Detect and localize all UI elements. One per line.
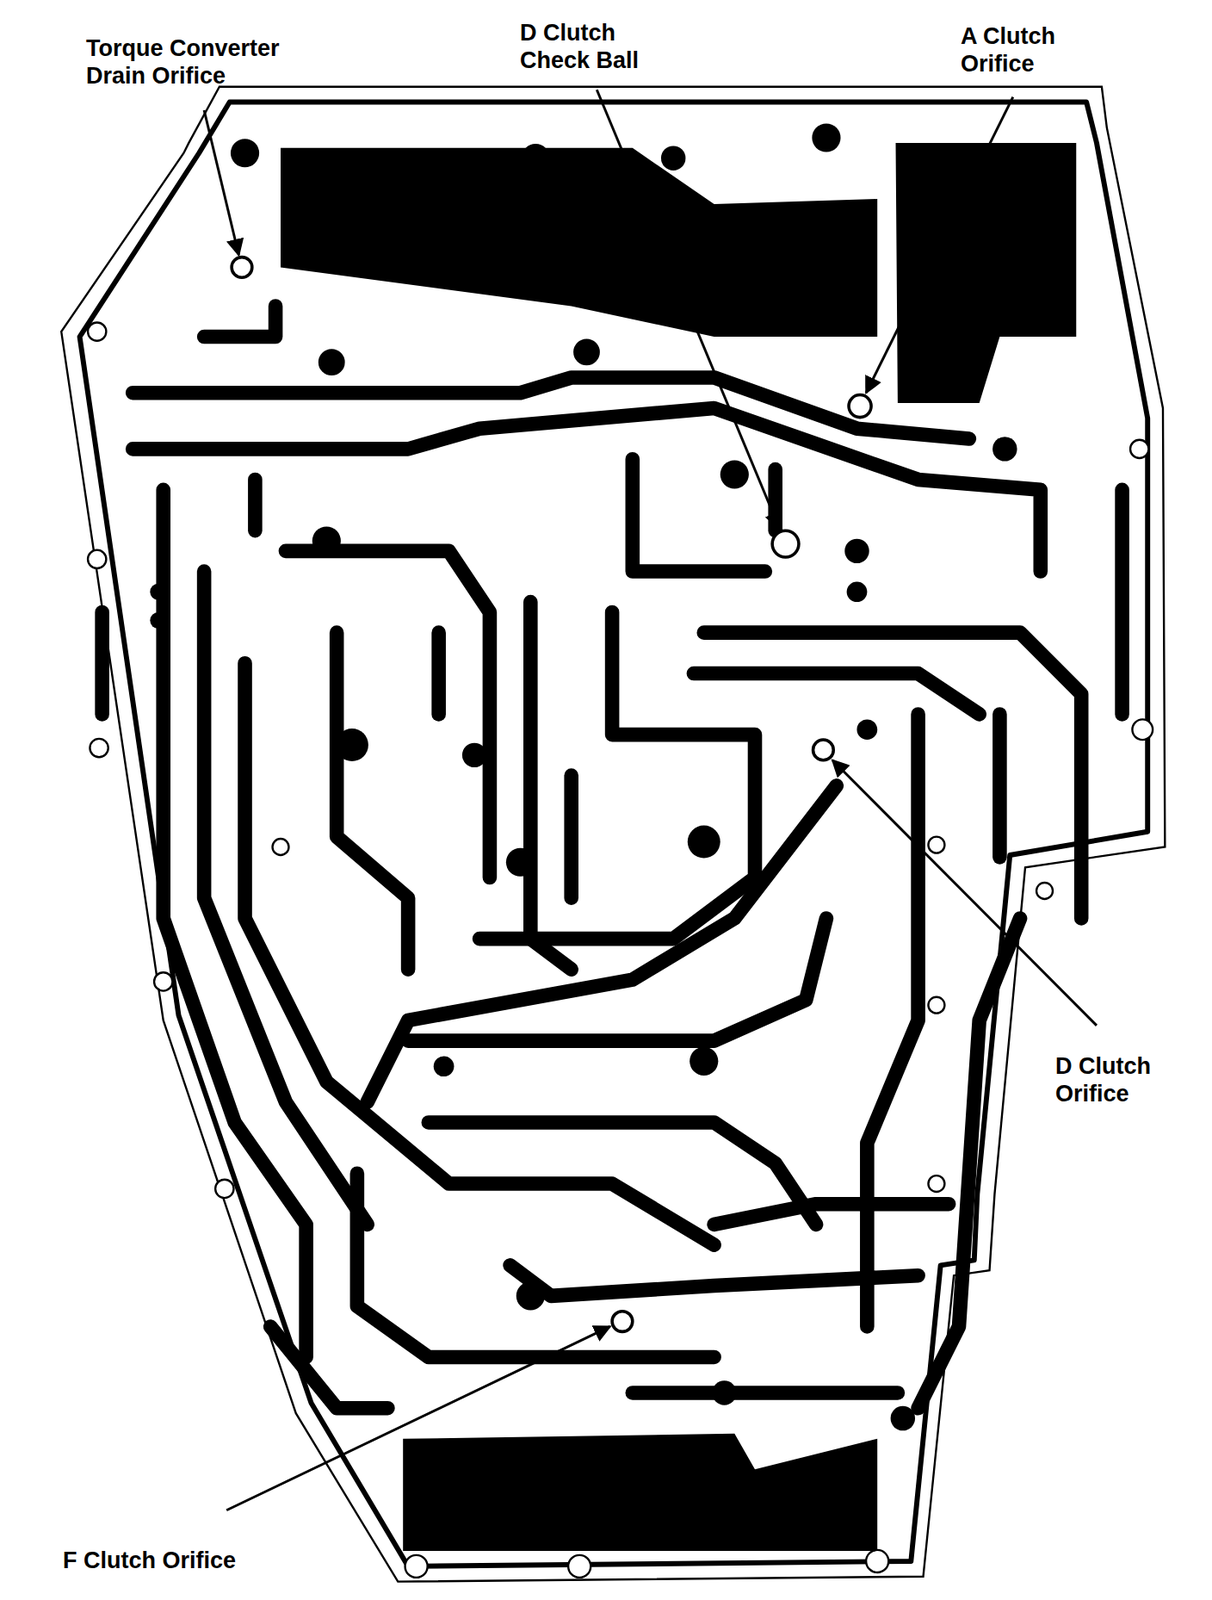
channel	[132, 408, 1041, 572]
callout-label: D Clutch Check Ball	[519, 18, 688, 75]
port	[149, 612, 167, 629]
channel	[431, 632, 446, 715]
callout-label: F Clutch Orifice	[62, 1545, 236, 1574]
channel	[1114, 489, 1130, 715]
gasket-outline	[80, 101, 1149, 1565]
callout-label: Torque Converter Drain Orifice	[86, 34, 336, 91]
channel	[336, 632, 409, 970]
port	[433, 1055, 455, 1076]
bolt-hole	[865, 1549, 889, 1572]
ports	[149, 123, 1017, 1430]
leader-line	[226, 1325, 611, 1509]
port	[856, 718, 878, 740]
port	[318, 348, 346, 376]
bolt-holes	[87, 321, 1153, 1577]
port	[462, 742, 487, 767]
port	[711, 1379, 736, 1404]
port	[506, 847, 535, 877]
channel	[245, 662, 715, 1244]
plate-outline	[61, 86, 1165, 1582]
port	[230, 138, 260, 167]
callout-label: D Clutch Orifice	[1055, 1051, 1206, 1108]
channel	[204, 305, 276, 337]
port	[335, 728, 369, 761]
leader-line	[204, 110, 239, 255]
port	[844, 538, 869, 563]
channel	[408, 917, 827, 1040]
channel	[357, 1173, 715, 1357]
channel	[866, 713, 918, 1326]
leader-line	[865, 97, 1014, 394]
channel	[94, 612, 110, 714]
cavity	[280, 148, 878, 337]
cavity	[896, 142, 1077, 403]
channel	[992, 713, 1008, 857]
bolt-hole	[927, 1174, 945, 1192]
channel	[132, 377, 970, 439]
bolt-hole	[927, 996, 945, 1014]
channel	[918, 917, 1021, 1408]
channel	[479, 612, 755, 939]
orifice	[813, 739, 835, 761]
port	[890, 1405, 916, 1430]
channel	[247, 479, 263, 531]
fluid-channels	[102, 305, 1123, 1408]
bolt-hole	[89, 738, 108, 757]
bolt-hole	[1036, 882, 1053, 899]
port	[992, 436, 1017, 461]
fluid-cavities	[280, 142, 1076, 1551]
leader-lines	[204, 89, 1097, 1509]
outer-outline	[61, 86, 1165, 1582]
port	[312, 525, 341, 555]
channel	[530, 601, 571, 970]
port	[149, 583, 167, 600]
orifices	[231, 257, 872, 1332]
channel	[693, 673, 980, 714]
leader-line	[832, 760, 1097, 1026]
channel	[367, 785, 837, 1101]
bolt-hole	[1130, 439, 1149, 458]
channel	[270, 1325, 388, 1408]
channel	[163, 489, 307, 1357]
orifice	[848, 395, 872, 418]
port	[720, 459, 749, 489]
callout-label: A Clutch Orifice	[960, 22, 1112, 79]
leader-line	[596, 89, 780, 529]
bolt-hole	[87, 321, 106, 341]
channel	[563, 775, 579, 898]
port	[573, 338, 600, 365]
port	[811, 123, 841, 152]
bolt-hole	[927, 836, 945, 854]
orifice	[612, 1310, 633, 1332]
cavity	[402, 1433, 878, 1551]
channel	[714, 1203, 950, 1225]
bolt-hole	[272, 838, 290, 855]
port	[847, 581, 868, 602]
orifice	[231, 257, 253, 279]
orifice	[772, 530, 799, 557]
port	[661, 145, 686, 170]
bolt-hole	[1131, 718, 1153, 740]
bolt-hole	[215, 1179, 234, 1198]
channel	[632, 458, 766, 571]
channel	[510, 1264, 919, 1296]
bolt-hole	[405, 1554, 428, 1577]
bolt-hole	[87, 550, 106, 569]
bolt-hole	[568, 1554, 591, 1577]
port	[521, 143, 551, 173]
port	[687, 825, 721, 859]
port	[516, 1280, 545, 1310]
bolt-hole	[154, 971, 173, 990]
channel	[632, 1385, 898, 1400]
port	[689, 1046, 718, 1076]
channel	[285, 550, 490, 878]
